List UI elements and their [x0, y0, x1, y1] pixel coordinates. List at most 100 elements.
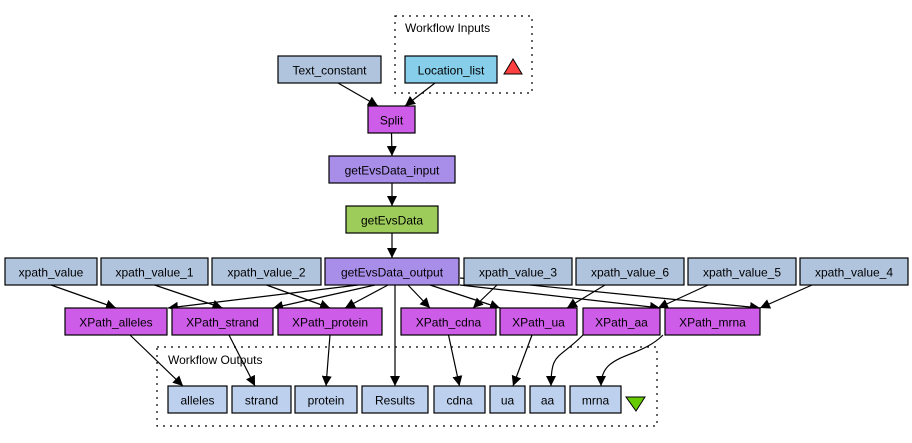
node-box — [433, 385, 486, 414]
node-label: cdna — [446, 394, 472, 408]
node-alleles[interactable]: alleles — [167, 385, 228, 414]
node-xpath-value-5[interactable]: xpath_value_5 — [687, 257, 797, 286]
node-box — [171, 307, 274, 336]
node-label: XPath_cdna — [416, 316, 482, 330]
node-label: XPath_protein — [292, 316, 368, 330]
node-label: XPath_mrna — [679, 316, 746, 330]
node-box — [4, 257, 98, 286]
node-label: Text_constant — [292, 64, 367, 78]
edge-getevsdata-output-to-xpath-aa — [459, 284, 661, 312]
node-location-list[interactable]: Location_list — [404, 55, 498, 84]
node-label: xpath_value_6 — [591, 266, 669, 280]
node-xpath-value[interactable]: xpath_value — [4, 257, 98, 286]
node-label: Location_list — [418, 64, 485, 78]
node-xpath-value-1[interactable]: xpath_value_1 — [100, 257, 209, 286]
edge-xpath-value-to-xpath-alleles — [50, 284, 117, 310]
edge-location-list-to-split — [404, 82, 436, 107]
edge-xpath-alleles-to-alleles — [129, 334, 184, 387]
node-label: xpath_value — [19, 266, 84, 280]
node-results[interactable]: Results — [361, 385, 429, 414]
node-label: alleles — [180, 394, 214, 408]
node-label: protein — [308, 394, 345, 408]
node-xpath-mrna[interactable]: XPath_mrna — [664, 307, 761, 336]
edge-xpath-mrna-to-mrna — [596, 334, 664, 387]
edge-xpath-value-2-to-xpath-protein — [266, 284, 331, 310]
node-xpath-value-4[interactable]: xpath_value_4 — [799, 257, 909, 286]
node-label: XPath_strand — [186, 316, 259, 330]
node-box — [569, 385, 622, 414]
node-xpath-alleles[interactable]: XPath_alleles — [64, 307, 168, 336]
node-xpath-cdna[interactable]: XPath_cdna — [400, 307, 497, 336]
node-label: getEvsData_input — [345, 164, 440, 178]
edge-getevsdata-output-to-xpath-alleles — [167, 284, 359, 312]
node-label: xpath_value_2 — [227, 266, 305, 280]
edge-getevsdata-output-to-xpath-ua — [429, 284, 501, 310]
edge-xpath-cdna-to-cdna — [447, 334, 463, 387]
node-xpath-aa[interactable]: XPath_aa — [582, 307, 661, 336]
node-label: xpath_value_3 — [479, 266, 557, 280]
node-getevsdata-output[interactable]: getEvsData_output — [324, 257, 460, 286]
node-label: xpath_value_5 — [703, 266, 781, 280]
edge-text-constant-to-split — [337, 82, 379, 107]
node-mrna[interactable]: mrna — [569, 385, 622, 414]
node-box — [799, 257, 909, 286]
node-getevsdata[interactable]: getEvsData — [345, 205, 439, 234]
edge-getevsdata-output-to-xpath-cdna — [407, 284, 431, 309]
node-box — [575, 257, 685, 286]
workflow-outputs-cluster: Workflow Outputs — [156, 346, 658, 427]
node-xpath-ua[interactable]: XPath_ua — [499, 307, 578, 336]
node-text-constant[interactable]: Text_constant — [277, 55, 382, 84]
node-box — [361, 385, 429, 414]
node-box — [499, 307, 578, 336]
node-protein[interactable]: protein — [294, 385, 358, 414]
node-split[interactable]: Split — [367, 105, 416, 134]
node-box — [277, 307, 383, 336]
node-label: xpath_value_1 — [115, 266, 193, 280]
node-xpath-protein[interactable]: XPath_protein — [277, 307, 383, 336]
node-label: xpath_value_4 — [815, 266, 893, 280]
node-box — [664, 307, 761, 336]
node-label: XPath_aa — [595, 316, 648, 330]
node-box — [231, 385, 292, 414]
node-box — [345, 205, 439, 234]
node-label: XPath_alleles — [79, 316, 152, 330]
node-xpath-value-2[interactable]: xpath_value_2 — [211, 257, 322, 286]
edge-getevsdata-output-to-xpath-protein — [344, 284, 389, 309]
node-strand[interactable]: strand — [231, 385, 292, 414]
workflow-outputs-label: Workflow Outputs — [168, 353, 262, 367]
edges — [50, 82, 813, 387]
node-aa[interactable]: aa — [529, 385, 566, 414]
node-label: mrna — [582, 394, 610, 408]
node-xpath-strand[interactable]: XPath_strand — [171, 307, 274, 336]
node-box — [687, 257, 797, 286]
node-label: aa — [541, 394, 555, 408]
node-box — [64, 307, 168, 336]
workflow-inputs-label: Workflow Inputs — [405, 21, 490, 35]
node-ua[interactable]: ua — [489, 385, 526, 414]
node-label: Split — [380, 114, 404, 128]
node-xpath-value-6[interactable]: xpath_value_6 — [575, 257, 685, 286]
node-box — [211, 257, 322, 286]
input-port-triangle-icon — [503, 58, 523, 75]
node-box — [167, 385, 228, 414]
node-cdna[interactable]: cdna — [433, 385, 486, 414]
edge-xpath-value-1-to-xpath-strand — [154, 284, 223, 310]
edge-xpath-value-4-to-xpath-mrna — [759, 284, 813, 309]
workflow-inputs-cluster: Workflow Inputs — [394, 15, 533, 94]
edge-xpath-aa-to-aa — [546, 334, 584, 387]
node-box — [277, 55, 382, 84]
node-box — [294, 385, 358, 414]
node-xpath-value-3[interactable]: xpath_value_3 — [463, 257, 573, 286]
node-getevsdata-input[interactable]: getEvsData_input — [328, 155, 456, 184]
node-label: Results — [375, 394, 415, 408]
output-port-triangle-icon — [625, 396, 646, 412]
edge-xpath-value-5-to-xpath-aa — [657, 284, 709, 309]
node-box — [582, 307, 661, 336]
node-box — [400, 307, 497, 336]
edge-xpath-value-6-to-xpath-ua — [566, 284, 606, 309]
node-box — [328, 155, 456, 184]
edge-split-to-getevsdata-input — [386, 132, 397, 157]
edge-getevsdata-output-to-xpath-strand — [272, 284, 376, 311]
